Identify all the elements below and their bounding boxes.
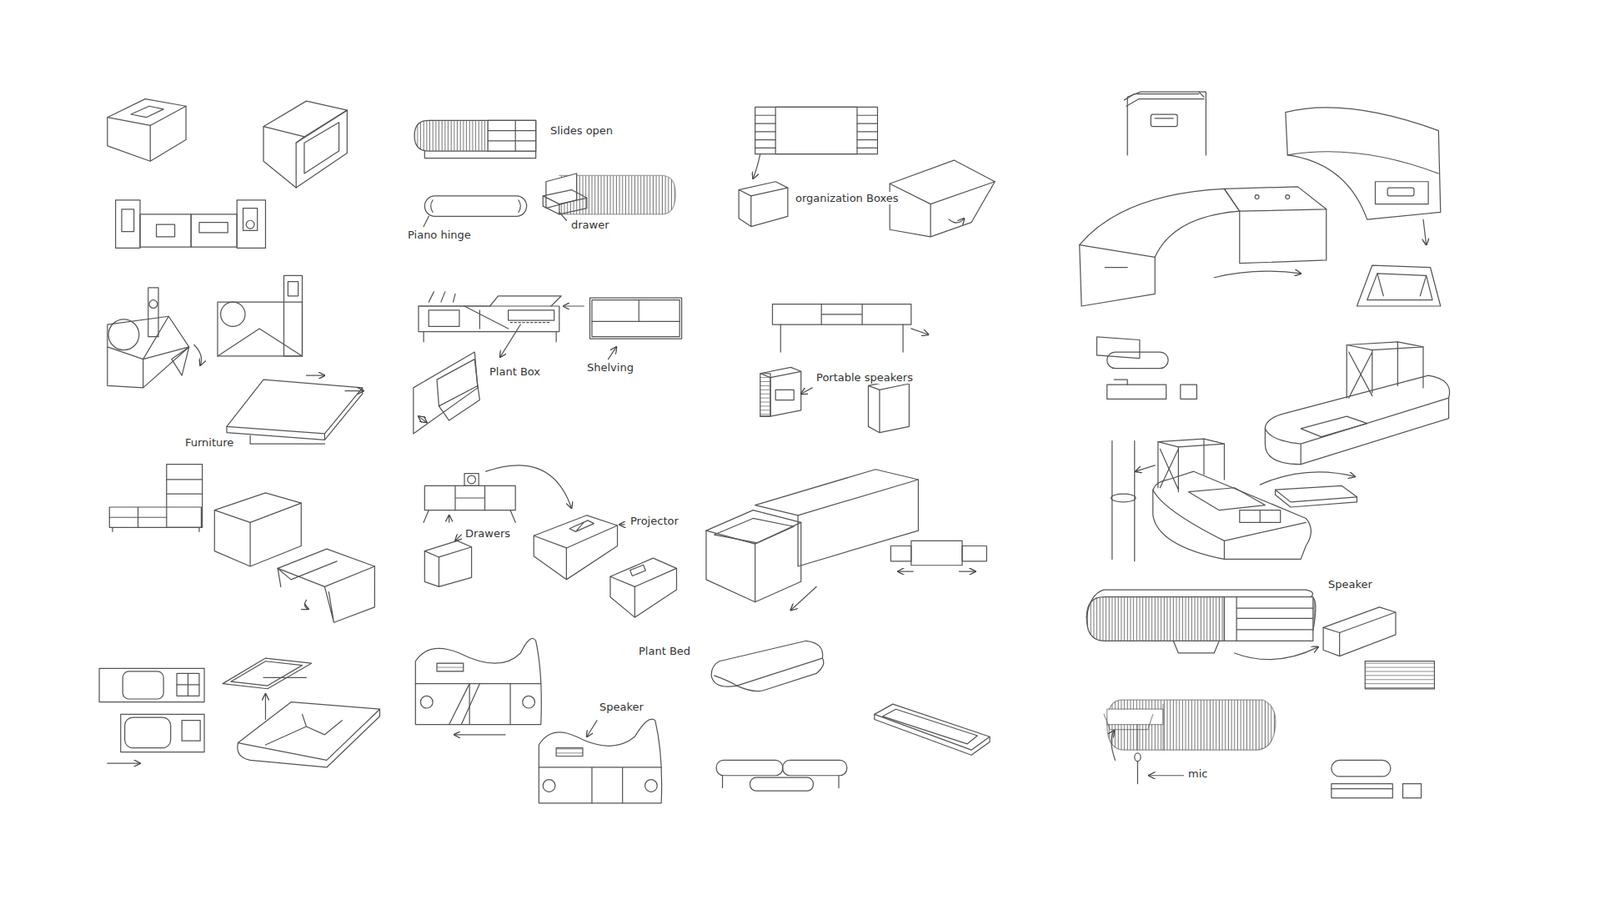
opening-box-sketch [277,548,375,622]
handwritten-note: Speaker [1326,577,1375,591]
drawer-cabinet-sketch [542,173,676,221]
plant-box-sketch [413,324,521,434]
pole-sketch [1111,440,1156,561]
drawer-panel-sketch [1124,91,1207,156]
box-sketch [107,99,186,162]
block-sketch [214,492,301,567]
handwritten-note: Shelving [585,361,636,374]
front-panels-sketch [99,667,205,763]
flat-tray-sketch [874,703,990,755]
fluted-cabinet-sketch [414,120,537,158]
shelving-front-sketch [563,297,683,359]
frame-box-sketch [263,100,347,188]
bench-shelving-sketch [418,291,562,342]
handwritten-note: Furniture [183,436,236,449]
organizer-panel-sketch [738,106,878,226]
panel-sketch [217,275,303,357]
handwritten-note: Portable speakers [814,371,915,384]
bench-pills-sketch [716,759,848,791]
handwritten-note: Plant Bed [636,644,693,658]
handwritten-note: drawer [569,218,612,231]
handwritten-note: Projector [628,514,681,527]
hinged-box-sketch [889,160,995,237]
sliding-table-sketch [226,375,364,444]
pill-tray-sketch [711,640,824,691]
pill-top-sketch [423,195,527,227]
wave-speaker-sketch [415,637,662,803]
curved-sectional-sketch [1079,186,1327,359]
ghost-console-sketch [1103,699,1276,750]
small-shapes-sketch [1107,351,1198,399]
sliding-tube-sketch [706,469,918,611]
sideboard-sketch [772,304,928,352]
handwritten-note: Speaker [597,700,646,713]
handwritten-note: organization Boxes [793,191,901,205]
drawer-box-sketch [424,534,472,587]
folding-unit-sketch [107,287,202,388]
handwritten-note: Plant Box [487,365,542,378]
modular-row-sketch [115,200,266,248]
handwritten-note: Drawers [463,526,512,540]
projector-console-sketch [423,465,572,523]
arc-bench-sketch [1285,107,1441,306]
small-shapes-sketch-2 [1331,759,1422,798]
shelving-sketch [109,464,202,532]
frame-bench-open-sketch [1153,438,1358,559]
frame-bench-sketch [1264,341,1450,465]
fluted-console-sketch [1086,589,1435,689]
slide-rects-sketch [890,540,987,572]
handwritten-note: Piano hinge [406,228,473,241]
mic-sketch [1111,730,1184,784]
plant-bed-sketch [222,657,380,768]
handwritten-note: Slides open [548,124,615,137]
handwritten-note: mic [1186,767,1209,780]
projector-box-sketch [533,515,677,617]
